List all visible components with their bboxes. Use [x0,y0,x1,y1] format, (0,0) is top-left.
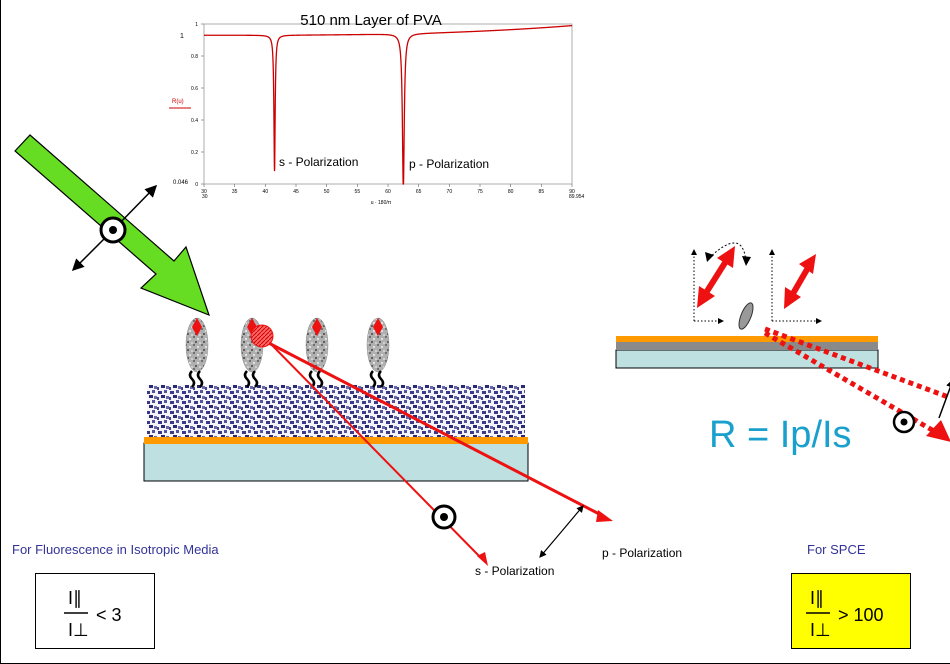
plot-y-tick-label: 0.8 [191,54,198,60]
isotropic-ratio-box: I∥ I⊥ < 3 [35,573,155,649]
right-metal-film [616,336,878,342]
dipole-molecule [738,302,754,330]
double-arrow-right [784,254,816,309]
spce-relation: > 100 [838,605,884,625]
spce-fraction: I∥ I⊥ > 100 [806,588,884,640]
plot-x-end: 89.954 [569,194,585,200]
plot-title: 510 nm Layer of PVA [300,12,441,29]
plot-frame [203,23,573,185]
plot-x-tick-label: 80 [508,189,514,195]
plot-x-tick-label: 60 [385,189,391,195]
isotropic-caption: For Fluorescence in Isotropic Media [12,542,219,557]
plot-x-tick-label: 35 [232,189,238,195]
right-glass [615,349,879,369]
plot-corner-top: 1 [180,33,184,40]
plot-x-tick-label: 50 [324,189,330,195]
plot-x-tick-label: 90 [569,189,575,195]
right-gray-layer [616,342,878,350]
right-polarization-symbol [892,378,950,434]
reflectivity-plot: 1 0.8 0.6 0.4 0.2 0 30 35 40 45 50 55 60 65 70 75 80 85 9… [169,12,585,206]
spce-numerator: I∥ [810,588,824,608]
spce-caption: For SPCE [807,542,866,557]
plot-x-tick-label: 55 [355,189,361,195]
emission-spot [250,324,274,348]
glass-slide [143,442,529,482]
substrate-stack [143,385,529,482]
isotropic-denominator: I⊥ [68,620,89,640]
isotropic-fraction: I∥ I⊥ < 3 [64,588,122,640]
spce-denominator: I⊥ [810,620,831,640]
plot-y-ticks: 1 0.8 0.6 0.4 0.2 0 [191,22,204,188]
fluorophore [305,317,329,388]
plot-x-tick-label: 30 [201,189,207,195]
isotropic-numerator: I∥ [68,588,82,608]
spce-geometry [615,242,950,442]
s-polarization-symbol [431,504,457,530]
spce-ratio-box: I∥ I⊥ > 100 [791,573,911,649]
plot-s-label: s - Polarization [279,155,358,169]
rotation-arrow [708,242,747,263]
p-polarization-symbol [539,505,584,558]
plot-x-start: 30 [202,194,208,200]
plot-ylabel: R(u) [172,99,184,105]
spce-ray-lower [763,330,941,437]
plot-x-tick-label: 45 [293,189,299,195]
p-polarization-label: p - Polarization [602,546,682,560]
emission-rays [258,335,613,566]
double-arrow-left [697,246,735,308]
spce-ray-upper [764,326,950,401]
plot-y-tick-label: 0.4 [191,118,198,124]
incident-polarization-symbol [71,184,158,272]
plot-x-ticks: 30 35 40 45 50 55 60 65 70 75 80 85 90 [201,184,575,195]
s-polarization-label: s - Polarization [475,564,554,578]
plot-x-tick-label: 40 [263,189,269,195]
isotropic-relation: < 3 [96,605,122,625]
reflectivity-curve [204,24,573,185]
fluorophore [185,317,209,388]
plot-x-tick-label: 85 [539,189,545,195]
plot-y-tick-label: 0.2 [191,150,198,156]
metal-film [144,437,528,444]
plot-y-tick-label: 0 [195,182,198,188]
plot-p-label: p - Polarization [409,157,489,171]
plot-y-tick-label: 1 [195,22,198,28]
plot-x-tick-label: 70 [447,189,453,195]
plot-xlabel: u · 180/π [371,200,392,206]
plot-x-tick-label: 75 [477,189,483,195]
plot-y-tick-label: 0.6 [191,86,198,92]
fluorophore [366,317,390,388]
plot-corner-bottom: 0.046 [173,180,189,186]
plot-x-tick-label: 65 [416,189,422,195]
ratio-equation: R = Ip/Is [709,414,852,456]
